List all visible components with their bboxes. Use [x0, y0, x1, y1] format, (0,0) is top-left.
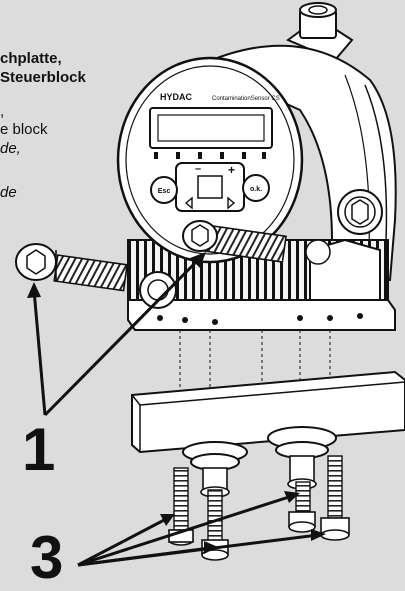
caption-line-5: de, — [0, 140, 21, 157]
subplate — [131, 370, 405, 454]
sensor-housing — [197, 44, 397, 287]
caption-line-3: , — [0, 103, 5, 120]
esc-button[interactable] — [150, 176, 178, 204]
display-unit: HYDAC ContaminationSensor CS – + Esc — [116, 56, 304, 264]
caption-line-6: de — [0, 184, 17, 201]
minus-key[interactable]: – — [195, 163, 201, 175]
caption-line-4: e block — [0, 121, 48, 138]
model-label: ContaminationSensor CS — [212, 96, 280, 102]
ok-button[interactable] — [242, 174, 270, 202]
callout-arrows — [32, 256, 319, 567]
cable-connector — [285, 2, 354, 62]
callout-number-3: 3 — [30, 524, 64, 591]
left-screw — [15, 243, 129, 292]
plus-key[interactable]: + — [228, 163, 235, 177]
brand-label: HYDAC — [160, 92, 193, 102]
caption-line-2: Steuerblock — [0, 69, 86, 86]
led-row — [154, 152, 266, 159]
right-arrow-icon[interactable] — [227, 196, 236, 210]
ok-label: o.k. — [250, 186, 262, 193]
callout-number-1: 1 — [22, 416, 56, 483]
front-screw — [182, 220, 287, 263]
caption-line-1: chplatte, — [0, 50, 62, 67]
fittings — [182, 426, 337, 498]
left-arrow-icon[interactable] — [184, 196, 193, 210]
arrowheads — [27, 252, 326, 554]
esc-label: Esc — [158, 188, 171, 195]
